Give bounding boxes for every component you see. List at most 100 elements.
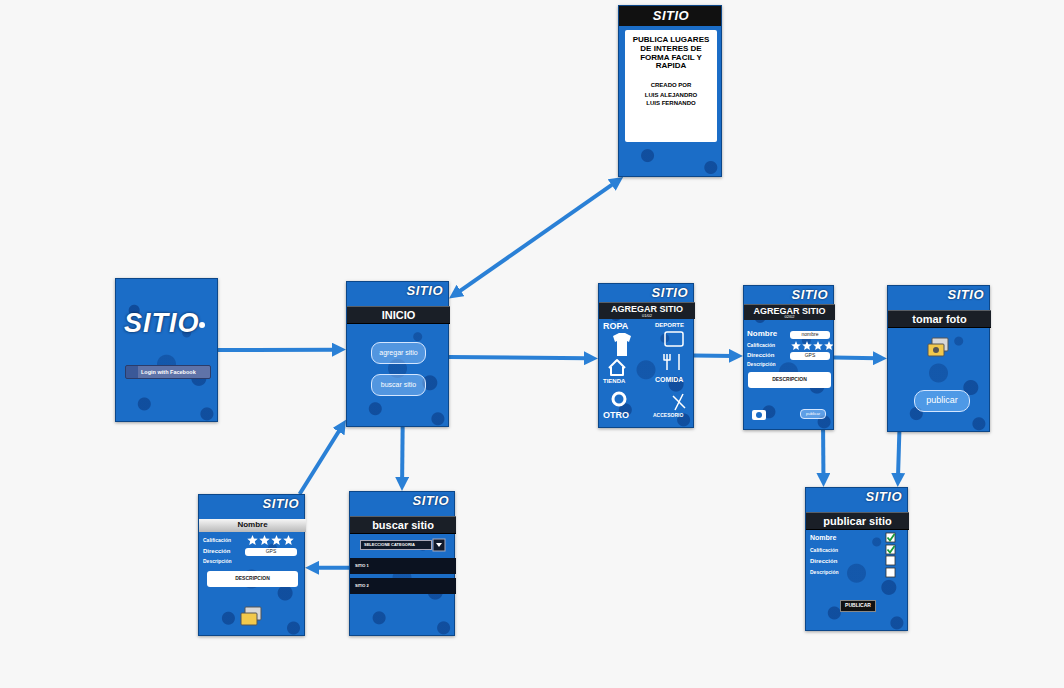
- app-screen: SITIO PUBLICA LUGARES DE INTERES DE FORMA…: [618, 5, 722, 177]
- rating-star: [259, 535, 269, 545]
- screen-icon: [199, 322, 205, 328]
- screen-lbl-text: Calificación: [203, 538, 245, 544]
- screen-bandsub-text: 01/02: [599, 314, 695, 319]
- app-screen: SITIOAGREGAR SITIO02/02NombrenombreCalif…: [743, 285, 834, 430]
- screen-bandsub-text: 02/02: [744, 315, 835, 320]
- checkbox: [886, 545, 895, 554]
- flow-arrow: [300, 428, 341, 494]
- screen-row-text: SITIO 1: [350, 558, 456, 574]
- screen-drop-text: SELECCIONE CATEGORIA: [360, 540, 432, 550]
- app-screen: SITIOAGREGAR SITIO01/02ROPADEPORTETIENDA…: [598, 283, 694, 428]
- screen-band-text: INICIO: [347, 306, 450, 324]
- screen-field-text: GPS: [790, 352, 830, 360]
- screen-logo-text: SITIO: [929, 288, 987, 302]
- screen-btn-text: agregar sitio: [371, 342, 426, 364]
- screen-fb-text: Login with Facebook: [125, 365, 211, 379]
- screen-lbl-text: Calificación: [747, 343, 789, 349]
- screen-field-text: nombre: [790, 331, 830, 339]
- app-screen: SITIOpublicar sitioNombreCalificaciónDir…: [805, 487, 908, 631]
- screen-btn-text: buscar sitio: [371, 374, 426, 396]
- screen-cat-text: COMIDA: [655, 376, 693, 384]
- screen-lbl-text: Descripción: [810, 570, 862, 576]
- flow-arrow: [449, 357, 588, 358]
- flow-arrow: [898, 432, 899, 477]
- screen-logo-text: SITIO: [633, 286, 691, 300]
- screen-cat-text: TIENDA: [603, 378, 647, 385]
- rating-star: [813, 341, 823, 350]
- rating-star: [824, 341, 833, 350]
- screen-logo-text: SITIO: [847, 490, 905, 504]
- screen-lbl-text: Dirección: [810, 558, 862, 565]
- screen-icon: [436, 543, 442, 547]
- screen-logo-text: SITIO: [388, 284, 446, 298]
- screen-icon: [933, 347, 939, 353]
- rating-star: [802, 341, 812, 350]
- app-screen: SITIO Login with Facebook: [115, 278, 218, 422]
- screen-icon: [241, 613, 257, 625]
- screen-illustration: [619, 6, 721, 176]
- flow-arrow: [218, 348, 336, 352]
- screen-lbl-text: Descripción: [203, 559, 245, 565]
- screen-band-text: tomar foto: [888, 310, 991, 328]
- screen-panel-text: CREADO POR: [629, 82, 713, 89]
- screen-btndark-text: PUBLICAR: [840, 600, 876, 612]
- app-screen: SITIO INICIO agregar sitio buscar sitio: [346, 281, 449, 427]
- screen-cat-text: ROPA: [603, 322, 643, 332]
- screen-lbl-text: Dirección: [747, 352, 789, 359]
- screen-cat-text: OTRO: [603, 411, 643, 421]
- flow-arrow: [834, 356, 877, 361]
- screen-btnbig-text: publicar: [914, 390, 970, 412]
- screen-icon: [625, 30, 717, 142]
- app-screen: SITIO tomar foto publicar: [887, 285, 990, 432]
- screen-logo-text: SITIO: [244, 497, 302, 511]
- screen-panel-text: LUIS ALEJANDRO: [629, 92, 713, 99]
- screen-logol-text: SITIO: [124, 309, 214, 339]
- screen-icon: [664, 354, 679, 370]
- flow-arrow: [694, 354, 733, 358]
- screen-cat-text: DEPORTE: [655, 322, 693, 329]
- screen-logoc-text: SITIO: [619, 9, 723, 23]
- screen-field-text: GPS: [245, 548, 297, 556]
- checkbox: [886, 533, 895, 542]
- flow-arrow: [821, 430, 825, 477]
- rating-star: [271, 535, 281, 545]
- screen-icon: [673, 394, 685, 410]
- screen-icon: [433, 539, 445, 551]
- screen-icon: [613, 333, 631, 356]
- screen-box-text: DESCRIPCION: [748, 372, 831, 388]
- flow-arrow: [400, 427, 405, 481]
- app-screen: SITIO NombreCalificaciónDirecciónGPSDescr…: [198, 494, 305, 636]
- check-mark: [888, 534, 895, 541]
- screen-icon: [756, 412, 762, 418]
- screen-icon: [613, 393, 625, 405]
- rating-star: [791, 341, 801, 350]
- screen-icon: [752, 410, 766, 420]
- screen-box-text: DESCRIPCION: [207, 571, 298, 587]
- flow-arrow: [457, 183, 615, 293]
- screen-icon: [609, 360, 625, 375]
- checkbox: [886, 568, 895, 577]
- screen-icon: [665, 332, 683, 346]
- screen-icon: [619, 6, 721, 26]
- screen-lbl-text: Descripción: [747, 362, 789, 368]
- screen-panel-text: PUBLICA LUGARES DE INTERES DE FORMA FACI…: [629, 36, 713, 71]
- screen-band-text: publicar sitio: [806, 512, 909, 530]
- screen-logo-text: SITIO: [394, 494, 452, 508]
- screen-icon: [928, 344, 944, 356]
- checkbox: [886, 556, 895, 565]
- screen-row-text: SITIO 2: [350, 578, 456, 594]
- screen-lbl-text: Nombre: [810, 534, 862, 542]
- check-mark: [888, 546, 895, 553]
- rating-star: [283, 535, 293, 545]
- screen-bandlight-text: Nombre: [199, 519, 306, 532]
- screen-btnsm-text: publicar: [800, 409, 826, 419]
- screen-band-text: buscar sitio: [350, 516, 456, 534]
- screen-illustration: [199, 495, 304, 635]
- screen-cat-text: ACCESORIO: [653, 413, 693, 419]
- app-screen: SITIO buscar sitioSELECCIONE CATEGORIA SIT…: [349, 491, 455, 636]
- flow-arrow: [315, 566, 349, 570]
- screen-lbl-text: Dirección: [203, 548, 245, 555]
- screen-illustration: [116, 279, 217, 421]
- rating-star: [247, 535, 257, 545]
